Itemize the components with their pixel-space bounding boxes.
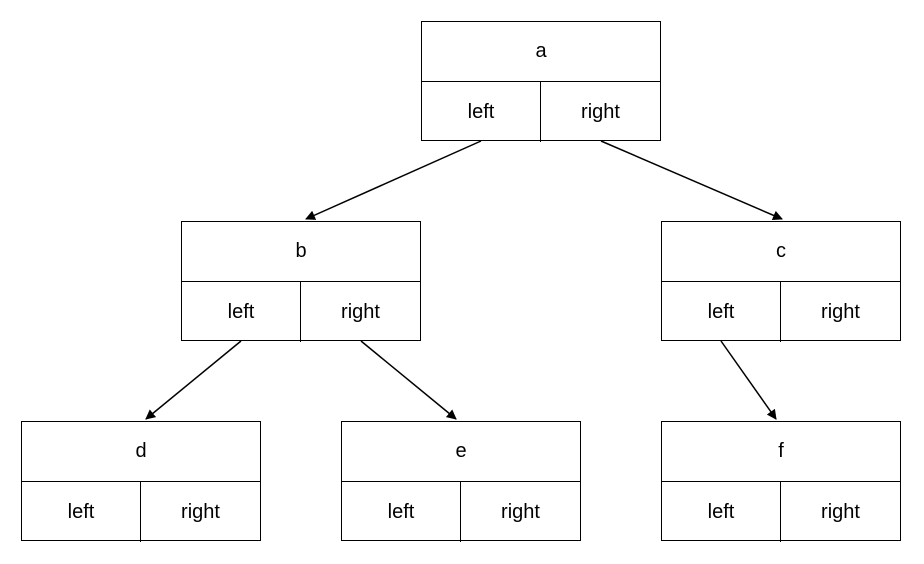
node-d-right-pointer: right: [181, 500, 220, 523]
node-f-left-pointer: left: [662, 482, 781, 542]
edge-a-right-to-c: [600, 140, 783, 221]
edge-b-right-to-e: [360, 340, 457, 420]
node-e: e left right: [341, 421, 581, 542]
node-d: d left right: [21, 421, 261, 542]
node-a: a left right: [421, 21, 661, 142]
node-f-right-pointer: right: [821, 500, 860, 523]
node-b-left-pointer: left: [182, 282, 301, 342]
node-b: b left right: [181, 221, 421, 342]
node-a-value: a: [422, 22, 660, 82]
node-d-left-pointer: left: [22, 482, 141, 542]
node-b-right-pointer: right: [341, 300, 380, 323]
edge-c-left-to-f: [720, 340, 777, 420]
node-c-value: c: [662, 222, 900, 282]
node-e-left-pointer: left: [342, 482, 461, 542]
node-d-value: d: [22, 422, 260, 482]
node-f-value: f: [662, 422, 900, 482]
node-b-value: b: [182, 222, 420, 282]
node-c-right-pointer: right: [821, 300, 860, 323]
edge-b-left-to-d: [145, 340, 242, 420]
node-a-left-pointer: left: [422, 82, 541, 142]
node-c-left-pointer: left: [662, 282, 781, 342]
node-a-right-pointer: right: [581, 100, 620, 123]
node-c: c left right: [661, 221, 901, 342]
node-e-value: e: [342, 422, 580, 482]
node-e-right-pointer: right: [501, 500, 540, 523]
node-f: f left right: [661, 421, 901, 542]
edge-a-left-to-b: [305, 140, 482, 220]
